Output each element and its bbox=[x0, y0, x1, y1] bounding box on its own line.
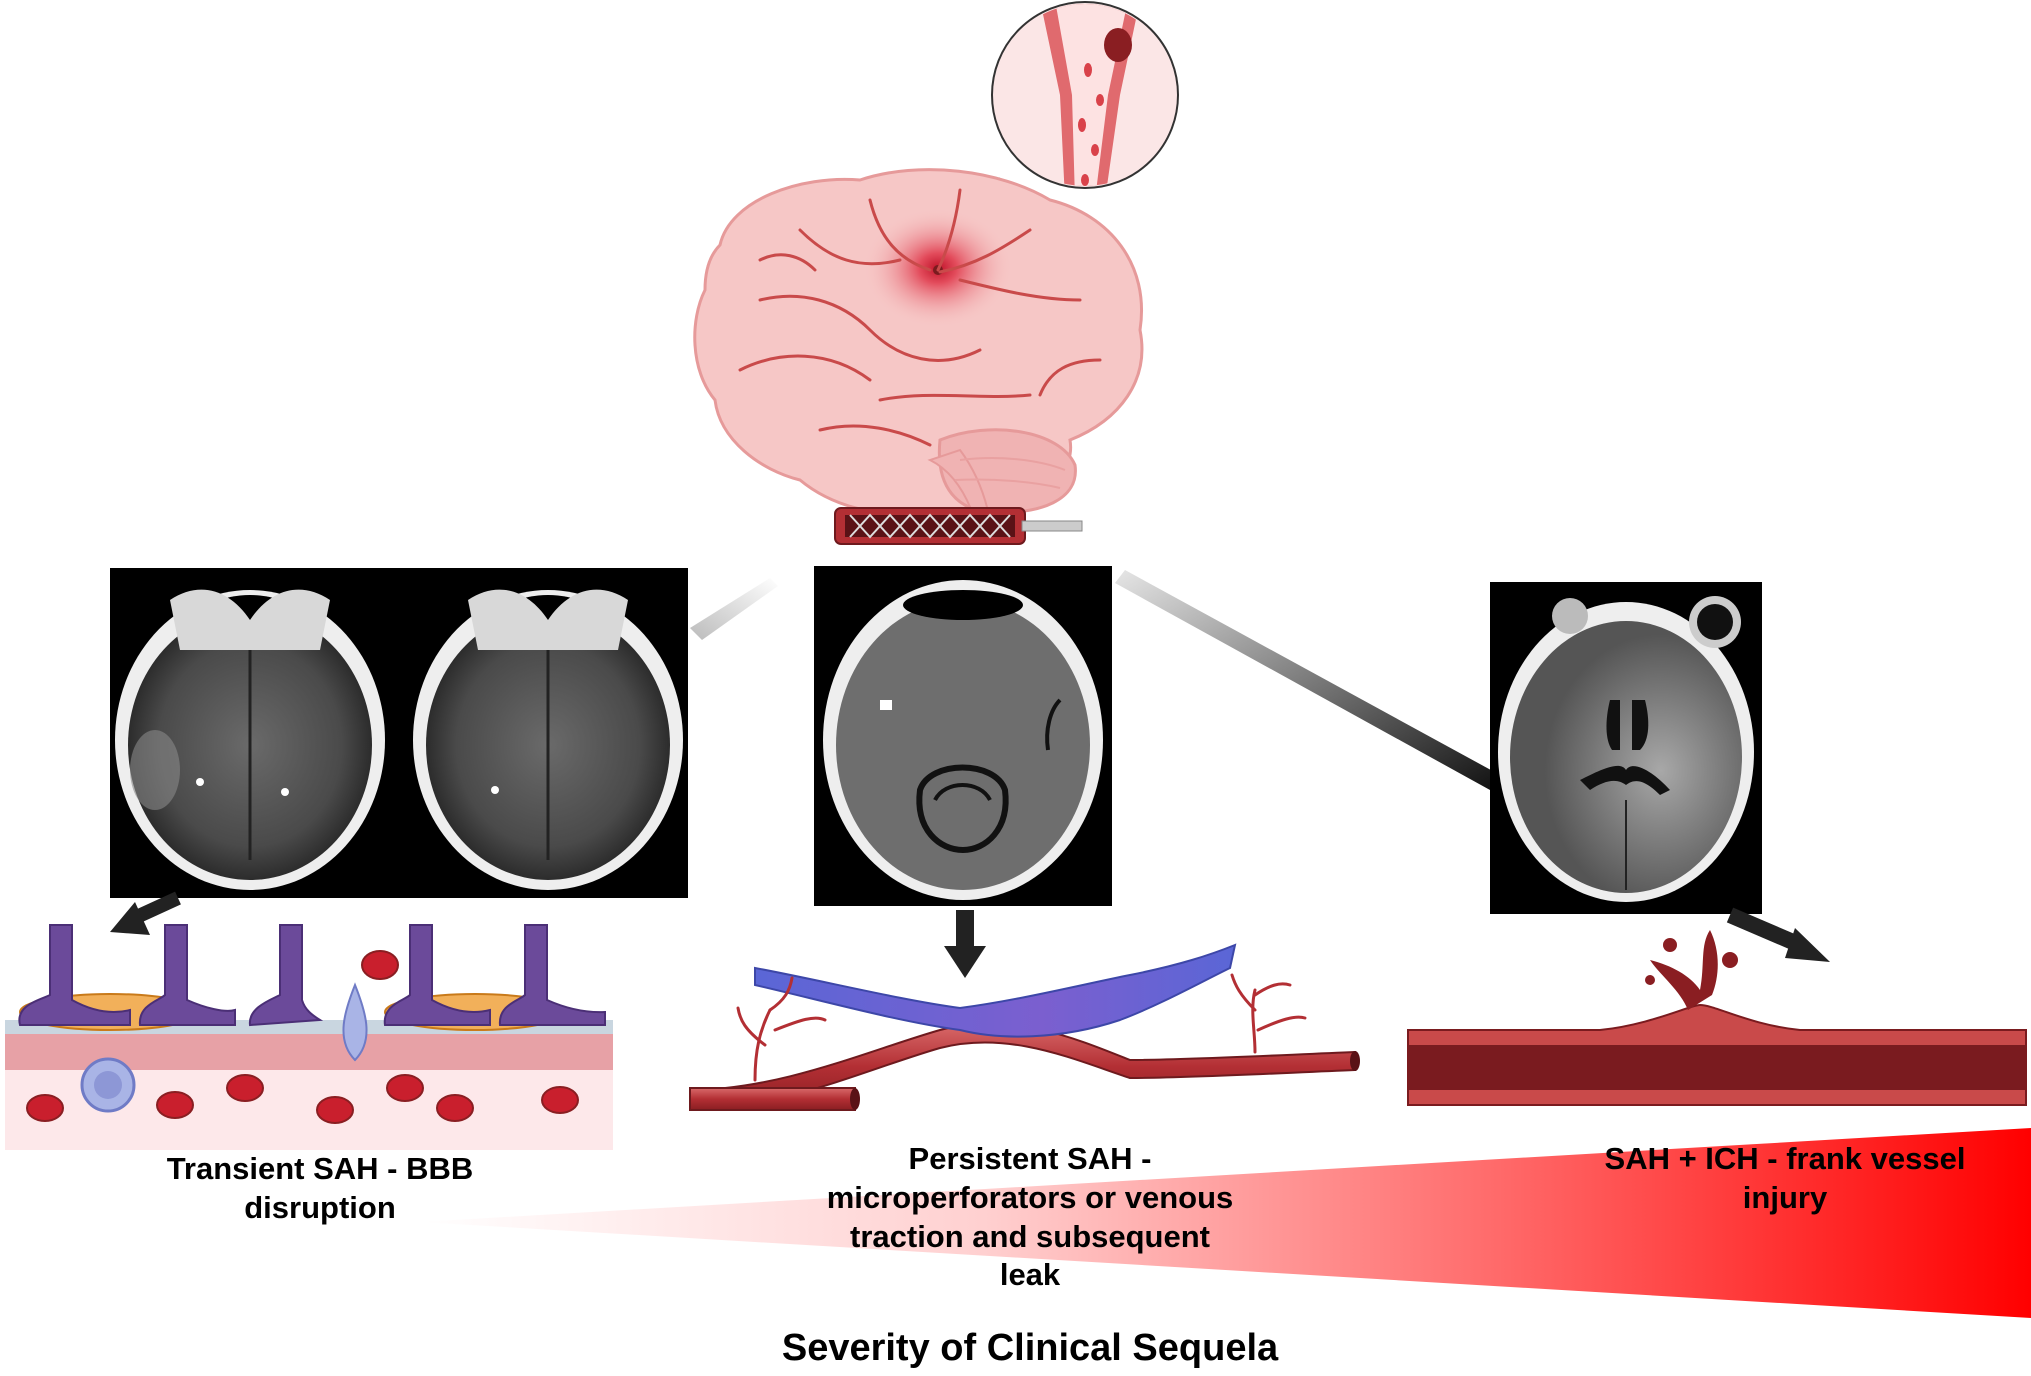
label-persistent-sah: Persistent SAH - microperforators or ven… bbox=[826, 1141, 1234, 1293]
vessel-rupture-illustration bbox=[1407, 930, 2027, 1106]
severity-gradient-wedge bbox=[420, 1128, 2031, 1318]
connector-right bbox=[1115, 570, 1500, 790]
label-transient-sah: Transient SAH - BBB disruption bbox=[166, 1151, 474, 1225]
arrow-to-vessel bbox=[944, 910, 986, 978]
label-sah-ich: SAH + ICH - frank vessel injury bbox=[1604, 1141, 1966, 1215]
vessel-magnifier-icon bbox=[935, 1, 1179, 263]
arrow-to-rupture bbox=[1726, 907, 1830, 962]
bbb-disruption-illustration bbox=[5, 924, 613, 1150]
vein-traction-illustration bbox=[689, 943, 1360, 1112]
label-severity-axis: Severity of Clinical Sequela bbox=[781, 1327, 1279, 1369]
ct-scan-image-sah-ich bbox=[1490, 582, 1762, 914]
connector-left bbox=[690, 578, 778, 640]
arrow-to-bbb bbox=[110, 891, 181, 935]
ct-scan-image-transient bbox=[110, 568, 688, 898]
ct-scan-image-persistent bbox=[814, 566, 1112, 906]
brain-illustration bbox=[693, 168, 1144, 521]
stent-catheter-icon bbox=[834, 507, 1083, 545]
